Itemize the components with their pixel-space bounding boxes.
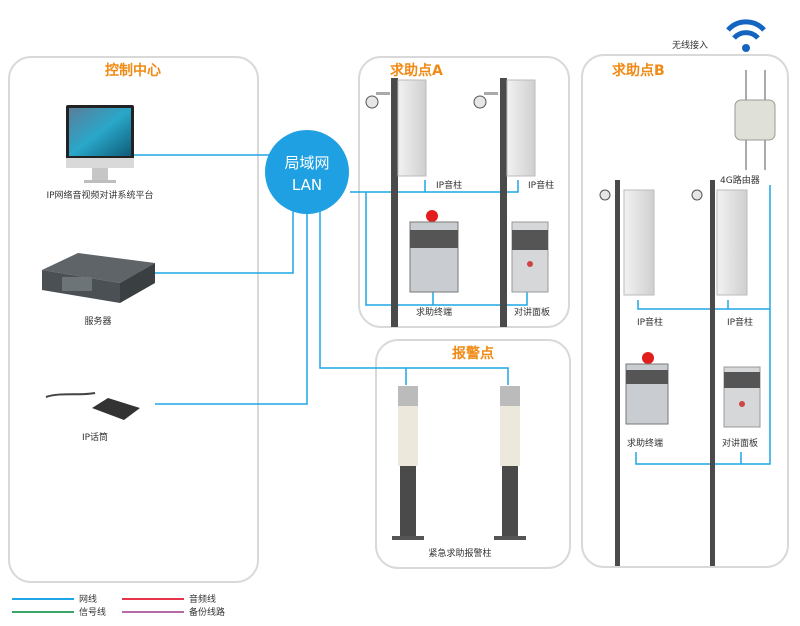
b-speaker1-label: IP音柱: [637, 316, 663, 328]
line-server-lan: [125, 210, 294, 274]
lan-circle: [265, 130, 349, 214]
wifi-icon: [726, 19, 766, 52]
legend-label-signal: 信号线: [79, 606, 106, 618]
line-lan-alarm1: [319, 210, 407, 385]
b-intercom-label: 对讲面板: [722, 437, 758, 449]
router-icon: [734, 70, 776, 170]
alarm-point-title: 报警点: [452, 345, 494, 362]
alarm-column-icon: [392, 386, 526, 540]
legend: 网线 音频线 信号线 备份线路: [12, 593, 225, 618]
line-lan-alarm2: [406, 367, 509, 385]
b-speaker2-label: IP音柱: [727, 316, 753, 328]
line-lan-a-speakers: [350, 180, 519, 193]
server-icon: [42, 253, 155, 303]
wireless-label: 无线接入: [672, 39, 708, 51]
lan-hub: 局域网 LAN: [265, 130, 349, 214]
pole-b1: [615, 180, 620, 566]
router-label: 4G路由器: [720, 174, 760, 186]
intercom-panel-icon: [723, 366, 761, 428]
control-center-title: 控制中心: [105, 62, 161, 79]
pole-b2: [710, 180, 715, 566]
microphone-icon: [45, 392, 140, 420]
ip-mic-label: IP话筒: [82, 431, 108, 443]
alarm-column-label: 紧急求助报警柱: [428, 547, 491, 559]
panel-control-center: [8, 56, 259, 583]
lan-label-cn: 局域网: [284, 154, 329, 172]
lan-label-en: LAN: [292, 176, 322, 194]
camera-icon: [365, 92, 498, 109]
speaker-icon: [623, 189, 748, 296]
b-terminal-label: 求助终端: [627, 437, 663, 449]
pole-a1: [391, 78, 398, 327]
server-label: 服务器: [84, 315, 111, 327]
legend-label-network: 网线: [79, 593, 97, 605]
help-terminal-icon: [625, 352, 669, 425]
a-intercom-label: 对讲面板: [514, 306, 550, 318]
monitor-icon: [66, 105, 134, 183]
speaker-icon: [397, 79, 536, 177]
help-point-a-title: 求助点A: [390, 62, 443, 79]
intercom-panel-icon: [511, 221, 549, 293]
network-lines: [125, 154, 771, 465]
help-terminal-icon: [409, 210, 459, 293]
legend-label-backup: 备份线路: [189, 606, 225, 618]
pole-a2: [500, 78, 507, 327]
panel-help-point-b: [581, 54, 789, 568]
camera-icon: [599, 189, 703, 201]
line-b-speakers: [637, 185, 771, 310]
panel-alarm-point: [375, 339, 571, 569]
platform-label: IP网络音视频对讲系统平台: [46, 189, 153, 201]
a-speaker1-label: IP音柱: [436, 179, 462, 191]
legend-label-audio: 音频线: [189, 593, 216, 605]
a-speaker2-label: IP音柱: [528, 179, 554, 191]
line-mic-lan: [155, 210, 308, 405]
line-a-devices: [365, 192, 528, 306]
help-point-b-title: 求助点B: [612, 62, 665, 79]
a-terminal-label: 求助终端: [416, 306, 452, 318]
line-b-devices: [635, 309, 771, 465]
